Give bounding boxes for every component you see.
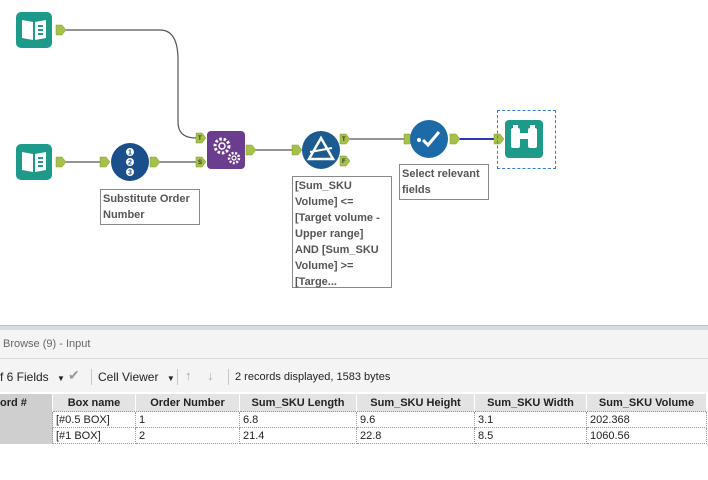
filter-triangle-icon xyxy=(306,135,336,161)
table-cell[interactable]: 6.8 xyxy=(239,411,357,428)
table-cell xyxy=(0,427,53,444)
filter-tool[interactable] xyxy=(302,131,340,169)
divider xyxy=(0,358,708,359)
output-anchor-select xyxy=(449,133,461,145)
results-panel: Browse (9) - Input f 6 Fields ▼ ✔ Cell V… xyxy=(0,325,708,480)
column-header-record[interactable]: ord # xyxy=(0,394,53,412)
output-anchor-filter-false xyxy=(339,155,351,167)
column-header-sum-sku-height[interactable]: Sum_SKU Height xyxy=(356,394,475,412)
svg-text:3: 3 xyxy=(128,170,132,177)
table-cell[interactable]: [#0.5 BOX] xyxy=(52,411,136,428)
fields-dropdown[interactable]: f 6 Fields ▼ xyxy=(0,370,65,384)
panel-splitter[interactable] xyxy=(0,325,708,330)
browse-tool[interactable] xyxy=(505,120,543,158)
table-cell[interactable]: 1 xyxy=(135,411,240,428)
anchor-label-filter-t: T xyxy=(342,137,346,143)
table-cell[interactable]: 2 xyxy=(135,427,240,444)
annotation-record-id: Substitute Order Number xyxy=(100,189,200,225)
records-status: 2 records displayed, 1583 bytes xyxy=(235,371,391,383)
binoculars-icon xyxy=(511,125,537,148)
numbered-list-icon: 1 2 3 xyxy=(126,148,134,177)
divider xyxy=(91,369,92,385)
column-header-sum-sku-volume[interactable]: Sum_SKU Volume xyxy=(586,394,707,412)
table-cell xyxy=(0,411,53,428)
cell-viewer-dropdown[interactable]: Cell Viewer ▼ xyxy=(98,370,175,384)
input-tool-bottom[interactable] xyxy=(16,144,52,180)
table-header-row: ord # Box name Order Number Sum_SKU Leng… xyxy=(0,394,707,412)
output-anchor-input-top xyxy=(55,24,67,36)
fields-label: f 6 Fields xyxy=(0,370,49,384)
checkmark-icon xyxy=(417,131,441,148)
table-cell[interactable]: 21.4 xyxy=(239,427,357,444)
anchor-label-filter-f: F xyxy=(342,159,346,165)
workflow-canvas[interactable]: T S T F xyxy=(0,0,708,325)
checkmark-icon[interactable]: ✔ xyxy=(68,367,80,383)
table-cell[interactable]: 22.8 xyxy=(356,427,475,444)
select-tool[interactable] xyxy=(410,120,448,158)
anchor-label-s: S xyxy=(198,160,202,166)
input-anchor-find-replace-t xyxy=(195,132,207,144)
column-header-sum-sku-length[interactable]: Sum_SKU Length xyxy=(239,394,357,412)
gears-icon xyxy=(213,137,241,165)
cell-viewer-label: Cell Viewer xyxy=(98,370,159,384)
column-header-sum-sku-width[interactable]: Sum_SKU Width xyxy=(474,394,587,412)
column-header-order-number[interactable]: Order Number xyxy=(135,394,240,412)
output-anchor-filter-true xyxy=(339,133,351,145)
results-panel-title: Browse (9) - Input xyxy=(3,338,91,350)
chevron-down-icon: ▼ xyxy=(57,374,65,383)
svg-text:2: 2 xyxy=(128,160,132,167)
book-icon xyxy=(22,20,46,40)
table-row[interactable]: [#0.5 BOX] 1 6.8 9.6 3.1 202.368 xyxy=(0,411,707,428)
annotation-select: Select relevant fields xyxy=(399,164,489,200)
svg-text:1: 1 xyxy=(128,150,132,157)
output-anchor-record-id xyxy=(149,156,161,168)
results-toolbar: f 6 Fields ▼ ✔ Cell Viewer ▼ ↑ ↓ 2 recor… xyxy=(0,365,708,389)
output-anchor-find-replace xyxy=(245,144,257,156)
input-anchor-filter xyxy=(291,144,303,156)
browse-tool-selection xyxy=(497,110,556,169)
table-cell[interactable]: [#1 BOX] xyxy=(52,427,136,444)
results-table: ord # Box name Order Number Sum_SKU Leng… xyxy=(0,394,707,444)
column-header-box-name[interactable]: Box name xyxy=(52,394,136,412)
table-cell[interactable]: 3.1 xyxy=(474,411,587,428)
chevron-down-icon: ▼ xyxy=(166,374,175,383)
input-anchor-record-id xyxy=(99,156,111,168)
divider xyxy=(177,369,178,385)
divider xyxy=(228,369,229,385)
connections: T S T F xyxy=(16,12,543,181)
table-cell[interactable]: 202.368 xyxy=(586,411,707,428)
output-anchor-input-bottom xyxy=(55,156,67,168)
table-cell[interactable]: 1060.56 xyxy=(586,427,707,444)
annotation-filter: [Sum_SKU Volume] <= [Target volume - Upp… xyxy=(292,176,392,288)
table-cell[interactable]: 8.5 xyxy=(474,427,587,444)
arrow-down-icon[interactable]: ↓ xyxy=(207,368,214,383)
table-cell[interactable]: 9.6 xyxy=(356,411,475,428)
anchor-label-t: T xyxy=(198,136,202,142)
record-id-tool[interactable]: 1 2 3 xyxy=(111,143,149,181)
book-icon xyxy=(22,152,46,172)
connection-input-top-to-find-replace xyxy=(62,29,198,139)
input-anchor-find-replace-s xyxy=(195,156,207,168)
arrow-up-icon[interactable]: ↑ xyxy=(185,368,192,383)
table-row[interactable]: [#1 BOX] 2 21.4 22.8 8.5 1060.56 xyxy=(0,427,707,444)
input-anchor-browse xyxy=(493,133,505,145)
input-tool-top[interactable] xyxy=(16,12,52,48)
results-grid: ord # Box name Order Number Sum_SKU Leng… xyxy=(0,392,708,480)
find-replace-tool[interactable] xyxy=(207,131,245,169)
